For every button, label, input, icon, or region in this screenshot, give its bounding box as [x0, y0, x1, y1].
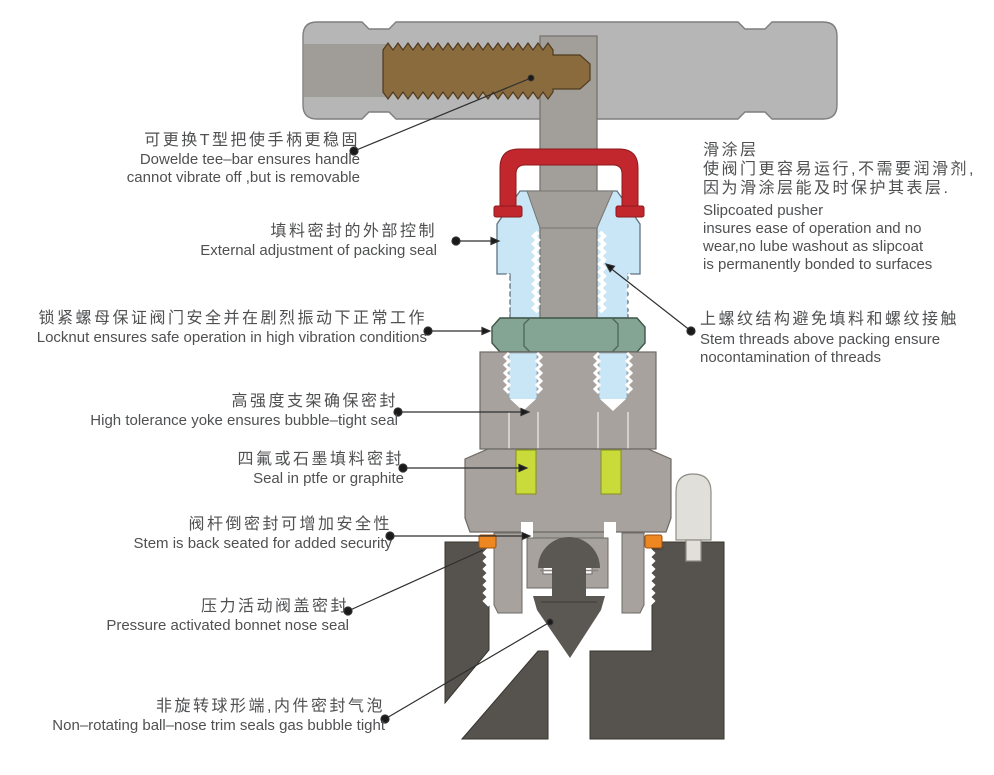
callout-stem-threads: 上螺纹结构避免填料和螺纹接触 Stem threads above packin… — [700, 311, 960, 366]
callout-tee-bar-en2: cannot vibrate off ,but is removable — [126, 169, 360, 186]
bonnet-flange — [464, 448, 672, 533]
callout-yoke: 高强度支架确保密封 High tolerance yoke ensures bu… — [90, 393, 398, 429]
callout-slipcoat: 滑涂层 使阀门更容易运行,不需要润滑剂, 因为滑涂层能及时保护其表层. Slip… — [703, 142, 976, 273]
yoke — [479, 351, 657, 450]
gland-collar — [526, 190, 614, 229]
nose-thread-joints — [482, 547, 656, 607]
leader-lines — [343, 74, 696, 724]
callout-bonnet-nose: 压力活动阀盖密封 Pressure activated bonnet nose … — [106, 598, 349, 634]
callout-ball-nose: 非旋转球形端,内件密封气泡 Non–rotating ball–nose tri… — [52, 698, 385, 734]
tee-bar — [382, 41, 591, 101]
ball-nose-trim — [526, 537, 609, 658]
callout-packing-adjust: 填料密封的外部控制 External adjustment of packing… — [200, 223, 437, 259]
callout-tee-bar-zh: 可更换T型把使手柄更稳固 — [144, 132, 360, 149]
handle-bore — [304, 44, 386, 97]
locknut — [491, 317, 646, 353]
bonnet-noses — [493, 532, 645, 614]
body-blocks — [444, 541, 725, 740]
packing-seals — [515, 449, 622, 495]
handle-clip — [493, 148, 645, 218]
callout-tee-bar-en1: Dowelde tee–bar ensures handle — [139, 151, 360, 168]
callout-backseat: 阀杆倒密封可增加安全性 Stem is back seated for adde… — [133, 516, 392, 552]
trim-neck — [552, 568, 586, 596]
callout-locknut: 锁紧螺母保证阀门安全并在剧烈振动下正常工作 Locknut ensures sa… — [36, 310, 427, 346]
stem-thread-joints — [502, 230, 635, 316]
trim-pin — [675, 473, 712, 562]
ball-nose-dome — [538, 537, 600, 568]
needle-cone — [533, 596, 605, 658]
callout-tee-bar: 可更换T型把使手柄更稳固 Dowelde tee–bar ensures han… — [127, 130, 360, 187]
callout-packing-seal: 四氟或石墨填料密封 Seal in ptfe or graphite — [237, 451, 404, 487]
bonnet-nose-seals — [478, 534, 663, 549]
